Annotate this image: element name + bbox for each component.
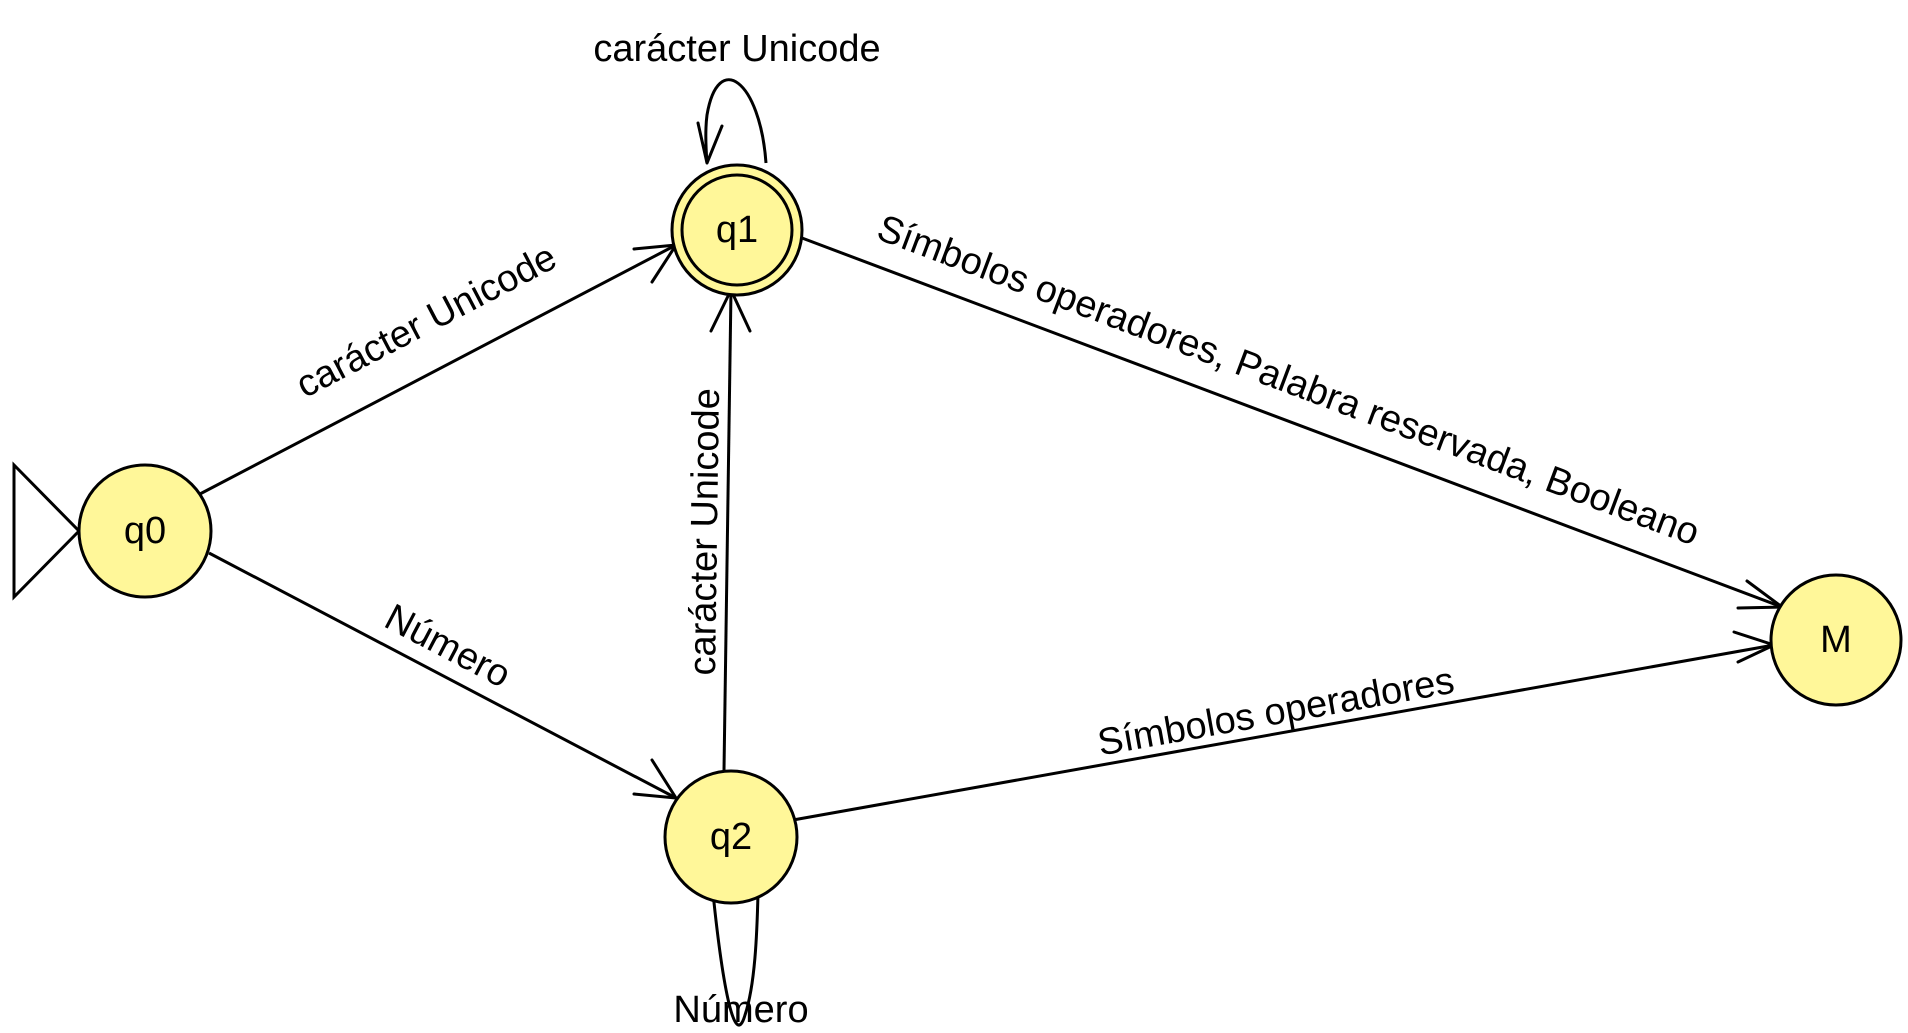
transition-q2-q2-loop: Número <box>673 892 809 1031</box>
state-label: q0 <box>124 510 166 552</box>
state-circle <box>670 163 804 297</box>
transition-label: Símbolos operadores, Palabra reservada, … <box>872 207 1705 554</box>
transition-q1-M: Símbolos operadores, Palabra reservada, … <box>801 207 1784 610</box>
transition-label: carácter Unicode <box>289 236 563 406</box>
state-q0[interactable]: q0 <box>77 463 213 599</box>
state-circle <box>663 769 799 905</box>
transition-label: Número <box>673 989 808 1031</box>
transition-q2-M: Símbolos operadores <box>792 630 1776 822</box>
transition-q1-q1-loop: carácter Unicode <box>593 28 881 165</box>
accepting-ring <box>680 173 794 287</box>
initial-state-marker <box>12 461 82 601</box>
state-label: M <box>1820 619 1852 661</box>
state-label: q2 <box>710 816 752 858</box>
transition-label: carácter Unicode <box>593 28 880 70</box>
transition-label: Número <box>378 596 517 696</box>
state-label: q1 <box>716 209 758 251</box>
state-M[interactable]: M <box>1769 573 1903 707</box>
state-circle <box>1769 573 1903 707</box>
transition-q0-q1: carácter Unicode <box>197 236 678 497</box>
transition-q0-q2: Número <box>208 551 678 800</box>
transition-q2-q1: carácter Unicode <box>682 288 752 771</box>
state-q2[interactable]: q2 <box>663 769 799 905</box>
state-circle <box>77 463 213 599</box>
state-q1[interactable]: q1 <box>670 163 804 297</box>
transition-label: carácter Unicode <box>682 388 728 676</box>
